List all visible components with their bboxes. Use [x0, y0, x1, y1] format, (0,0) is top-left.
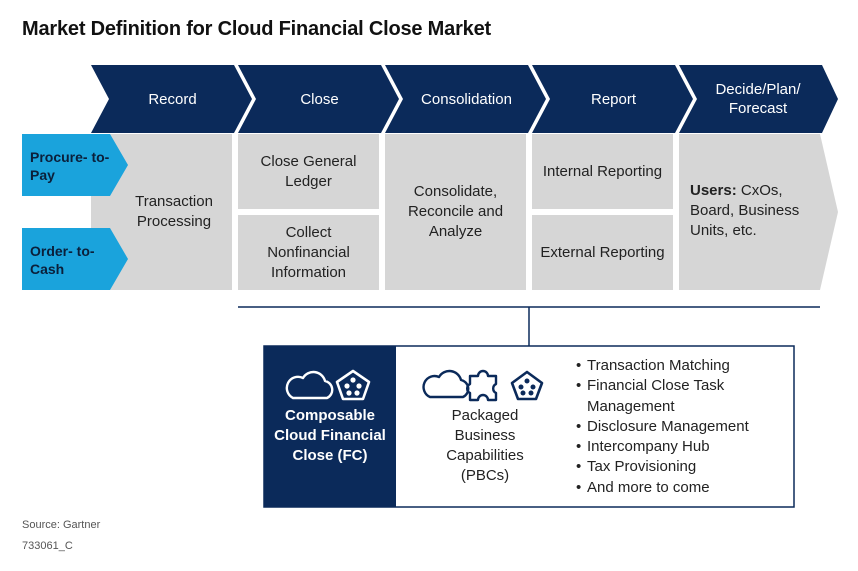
users-list: CxOs, Board, Business Units, etc. [690, 182, 800, 239]
stage-label-record: Record [148, 90, 197, 108]
pentagon-icon [510, 370, 544, 401]
stage-chevron-close [238, 65, 399, 133]
figure-id: 733061_C [22, 540, 73, 552]
list-item: Intercompany Hub [576, 437, 786, 458]
close-top-text: Close General Ledger [260, 152, 357, 190]
input-label-order-to-cash: Order- to-Cash [30, 243, 95, 277]
users-box [679, 134, 838, 290]
stage-label-decide: Decide/Plan/ Forecast [715, 81, 801, 117]
record-text: Transaction Processing [135, 193, 213, 230]
cloud-icon [285, 370, 334, 400]
close-bottom-text: Collect Nonfinancial Information [267, 223, 350, 281]
list-item: Tax Provisioning [576, 457, 786, 478]
users-text: Users: CxOs, Board, Business Units, etc. [690, 181, 820, 241]
pentagon-icon [335, 369, 371, 401]
stage-chevron-record [91, 65, 252, 133]
procure-to-pay-arrow [22, 134, 128, 196]
stage-label-consolidation: Consolidation [421, 90, 512, 108]
fc-panel [264, 346, 396, 507]
list-item: Financial Close Task Management [576, 376, 786, 417]
list-item: Transaction Matching [576, 356, 786, 377]
close-bottom-box [238, 215, 379, 290]
report-top-box [532, 134, 673, 209]
list-item: Disclosure Management [576, 417, 786, 438]
source-note: Source: Gartner [22, 519, 101, 531]
stage-label-close: Close [300, 90, 339, 108]
report-bottom-text: External Reporting [540, 243, 665, 261]
capabilities-list: Transaction Matching Financial Close Tas… [576, 356, 786, 498]
order-to-cash-arrow [22, 228, 128, 290]
input-label-procure-to-pay: Procure- to-Pay [30, 149, 110, 183]
page-title: Market Definition for Cloud Financial Cl… [22, 18, 491, 40]
stage-chevron-report [532, 65, 693, 133]
consolidation-box [385, 134, 526, 290]
pbc-label: Packaged Business Capabilities (PBCs) [446, 407, 524, 484]
users-heading: Users: [690, 182, 737, 199]
report-top-text: Internal Reporting [542, 162, 663, 180]
stage-chevron-consolidation [385, 65, 546, 133]
close-top-box [238, 134, 379, 209]
fc-label: Composable Cloud Financial Close (FC) [274, 407, 386, 464]
stage-chevron-decide [679, 65, 838, 133]
consolidation-text: Consolidate, Reconcile and Analyze [407, 183, 504, 240]
stage-label-report: Report [590, 90, 637, 108]
report-bottom-box [532, 215, 673, 290]
puzzle-icon [466, 369, 498, 402]
list-item: And more to come [576, 478, 786, 499]
